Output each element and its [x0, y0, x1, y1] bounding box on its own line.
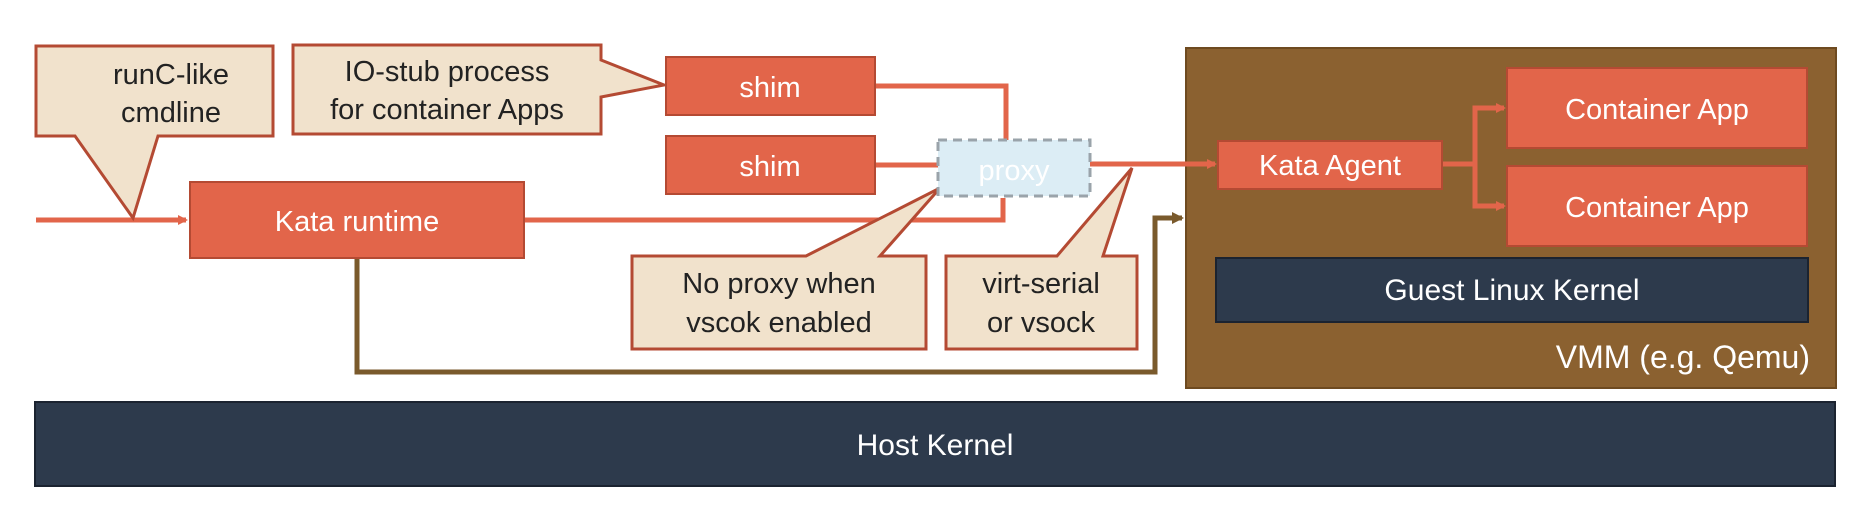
kata-agent-box: Kata Agent [1217, 140, 1443, 190]
container-app-box-2: Container App [1506, 165, 1808, 247]
callout-virt-serial-line2: or vsock [987, 307, 1095, 339]
proxy-box: proxy [936, 138, 1092, 198]
runtime-to-proxy-connector [524, 198, 1006, 223]
host-kernel-label: Host Kernel [857, 429, 1014, 462]
container-app-1-label: Container App [1565, 94, 1749, 126]
callout-runc-line1: runC-like [113, 59, 229, 91]
callout-virt-serial: virt-serial or vsock [944, 167, 1139, 351]
runtime-to-vmm-connector [354, 212, 1184, 375]
agent-to-app1-arrow [1472, 103, 1506, 164]
callout-no-proxy-line2: vscok enabled [686, 307, 871, 339]
shim-top-label: shim [739, 72, 800, 104]
callout-io-stub-line1: IO-stub process [345, 56, 550, 88]
kata-runtime-label: Kata runtime [275, 206, 439, 238]
proxy-label: proxy [979, 155, 1050, 187]
shim-top-box: shim [665, 56, 876, 116]
kata-runtime-box: Kata runtime [189, 181, 525, 259]
callout-no-proxy: No proxy when vscok enabled [630, 186, 942, 351]
shim-bottom-box: shim [665, 135, 876, 195]
callout-virt-serial-line1: virt-serial [982, 268, 1100, 300]
agent-to-app2-arrow [1472, 164, 1506, 211]
callout-runc-line2: cmdline [121, 97, 221, 129]
container-app-box-1: Container App [1506, 67, 1808, 149]
connectors [36, 83, 1506, 375]
guest-kernel-label: Guest Linux Kernel [1384, 274, 1639, 307]
shim-bottom-label: shim [739, 151, 800, 183]
callout-no-proxy-line1: No proxy when [682, 268, 875, 300]
container-app-2-label: Container App [1565, 192, 1749, 224]
guest-kernel: Guest Linux Kernel [1215, 257, 1809, 323]
host-kernel: Host Kernel [34, 401, 1836, 487]
vmm-label: VMM (e.g. Qemu) [1556, 339, 1810, 375]
callout-io-stub-line2: for container Apps [330, 94, 564, 126]
callout-io-stub: IO-stub process for container Apps [291, 43, 670, 136]
callout-runc: runC-like cmdline [34, 44, 275, 222]
kata-agent-label: Kata Agent [1259, 150, 1401, 182]
shim-top-connector [875, 83, 1009, 142]
